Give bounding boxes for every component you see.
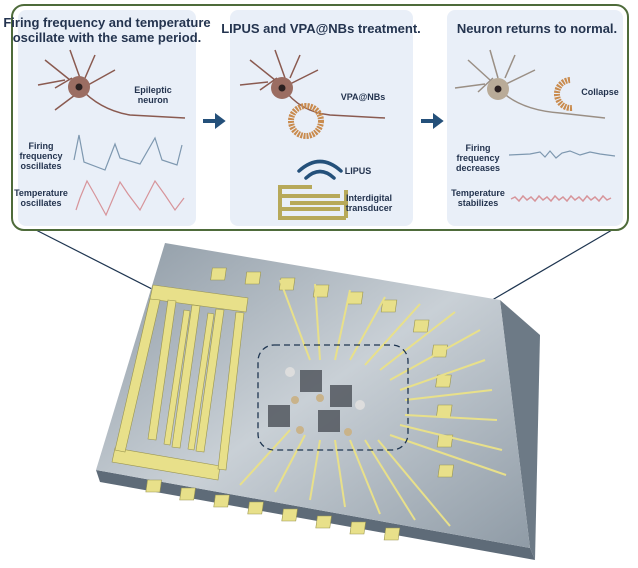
temperature-oscillation-trace (75, 179, 185, 217)
panel-normal: Neuron returns to normal. Collapse Firin… (447, 10, 623, 226)
panel-epileptic: Firing frequency and temperature oscilla… (3, 10, 211, 226)
collapse-label: Collapse (581, 87, 619, 97)
firing-label: Firing (29, 141, 54, 151)
temp-label: oscillates (20, 198, 61, 208)
firing-label: frequency (456, 153, 499, 163)
healthy-neuron-icon (454, 49, 606, 119)
neuron-culture (268, 367, 365, 436)
transducer-label: Interdigital (346, 193, 392, 203)
zoom-region (257, 344, 409, 451)
lipus-wave-icon (297, 159, 343, 180)
transducer-label: transducer (346, 203, 393, 213)
collapsed-nanobubble-icon (553, 77, 573, 112)
lipus-label: LIPUS (345, 166, 372, 176)
arrow-icon (421, 113, 444, 129)
nanobubble-icon (288, 103, 324, 139)
transducer-icon (278, 185, 348, 220)
arrow-icon (203, 113, 226, 129)
panel-2-title: LIPUS and VPA@NBs treatment. (221, 21, 421, 36)
firing-label: decreases (456, 163, 500, 173)
contact-pads (145, 267, 454, 541)
temperature-stable-trace (510, 194, 612, 203)
firing-decrease-trace (508, 150, 616, 159)
panel-3-title: Neuron returns to normal. (457, 21, 617, 36)
epileptic-neuron-icon (37, 49, 186, 119)
firing-label: oscillates (20, 161, 61, 171)
firing-label: frequency (19, 151, 62, 161)
panel-1-title-line1: Firing frequency and temperature (3, 15, 210, 30)
temp-label: Temperature (14, 188, 68, 198)
epileptic-label-1: Epileptic (134, 85, 172, 95)
firing-oscillation-trace (73, 134, 183, 171)
chip (96, 243, 540, 560)
firing-label: Firing (466, 143, 491, 153)
temp-label: Temperature (451, 188, 505, 198)
temp-label: stabilizes (458, 198, 499, 208)
panel-treatment: LIPUS and VPA@NBs treatment. VPA@NBs LIP… (221, 10, 421, 226)
traces (239, 279, 507, 527)
epileptic-label-2: neuron (138, 95, 169, 105)
interdigital-electrodes (111, 284, 249, 481)
vpa-nbs-label: VPA@NBs (341, 92, 386, 102)
panel-1-title-line2: oscillate with the same period. (13, 30, 202, 45)
